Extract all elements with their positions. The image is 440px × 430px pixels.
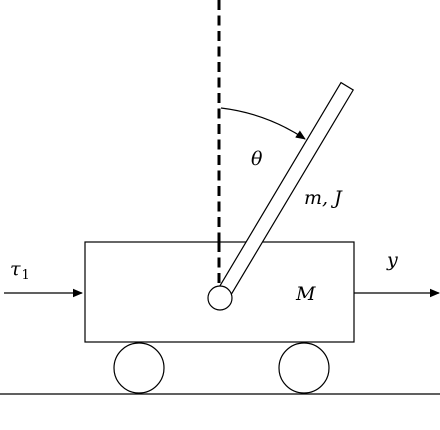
force-symbol: τ <box>10 258 21 280</box>
force-subscript: 1 <box>22 268 30 283</box>
theta-angle-arrow <box>220 107 306 140</box>
position-label: y <box>386 249 398 271</box>
force-label: τ1 <box>10 258 30 283</box>
wheel-left <box>113 342 165 394</box>
wheel-right <box>278 342 330 394</box>
theta-label: θ <box>251 148 263 170</box>
cart-mass-label: M <box>295 283 316 305</box>
pendulum-params-label: m, J <box>304 187 343 209</box>
pivot-joint <box>207 285 233 311</box>
